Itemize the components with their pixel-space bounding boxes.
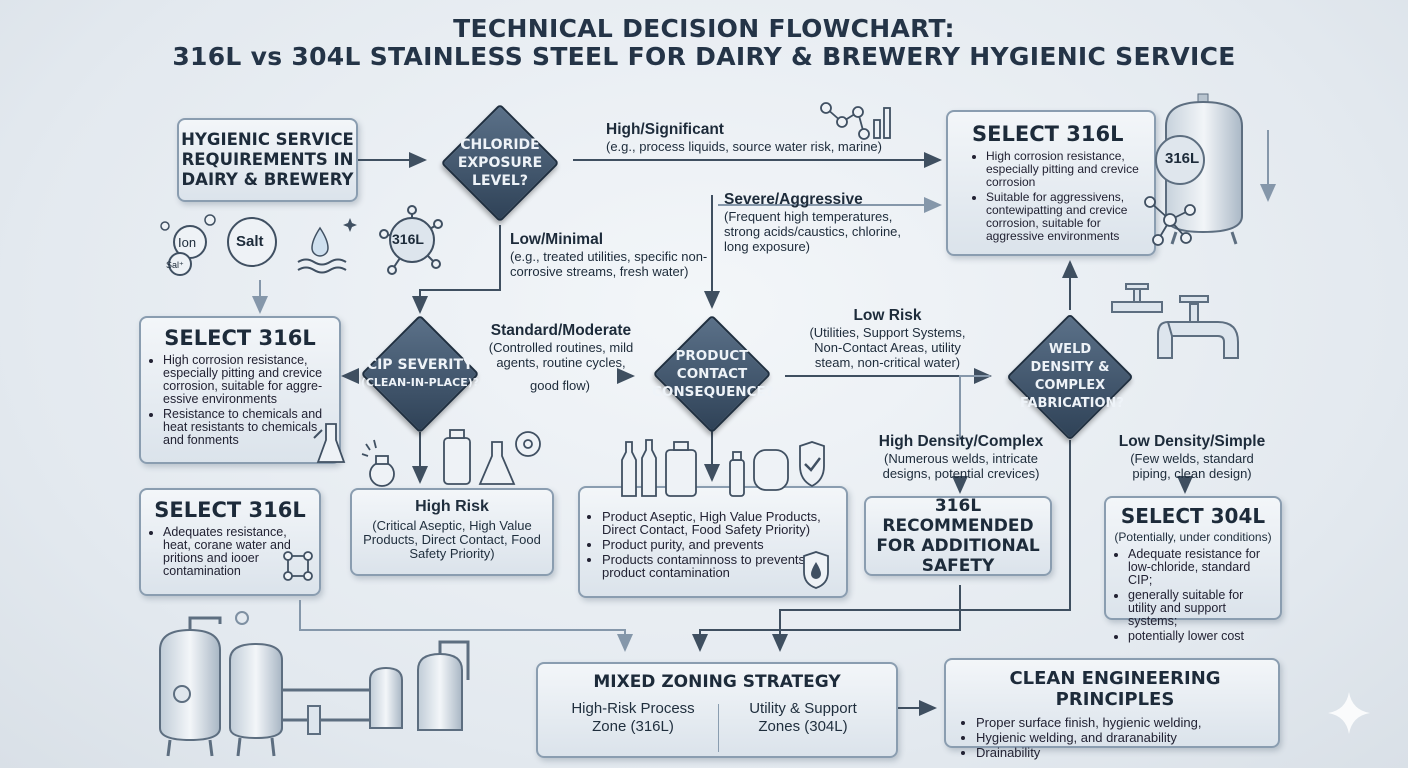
high-risk-title: High Risk (415, 498, 489, 515)
list-item: Suitable for aggressivens, contewipattin… (986, 191, 1146, 243)
decision-weld-text: WELD DENSITY & COMPLEX FABRICATION? (1020, 342, 1124, 411)
ion-label: Ion (178, 235, 197, 250)
start-box: HYGIENIC SERVICE REQUIREMENTS IN DAIRY &… (177, 118, 358, 202)
title-line-2: 316L vs 304L STAINLESS STEEL FOR DAIRY &… (172, 42, 1236, 71)
decision-weld: WELD DENSITY & COMPLEX FABRICATION? (1002, 318, 1138, 436)
select-316l-bottom-box: SELECT 316L Adequates resistance, heat, … (139, 488, 321, 596)
product-box: Product Aseptic, High Value Products, Di… (578, 486, 848, 598)
clean-engineering-box: CLEAN ENGINEERING PRINCIPLES Proper surf… (944, 658, 1280, 760)
label-standard-desc: (Controlled routines, mild agents, routi… (488, 340, 634, 370)
recommend-316l-box: 316L RECOMMENDED FOR ADDITIONAL SAFETY (864, 496, 1052, 576)
label-low-density-title: Low Density/Simple (1118, 433, 1266, 450)
salt-ion-label: Sal⁺ (166, 260, 184, 270)
label-low-risk-title: Low Risk (853, 307, 922, 324)
mixed-zoning-heading: MIXED ZONING STRATEGY (593, 672, 841, 692)
decision-product-text: PRODUCT CONTACT CONSEQUENCE? (652, 348, 774, 400)
label-severe: Severe/Aggressive (Frequent high tempera… (724, 192, 910, 254)
storage-tank-icon (1155, 93, 1243, 245)
badge-316l-label: 316L (392, 231, 424, 247)
mixed-zone-utility: Utility & Support Zones (304L) (749, 700, 857, 735)
high-risk-box: High Risk (Critical Aseptic, High Value … (350, 488, 554, 576)
label-high-density-desc: (Numerous welds, intricate designs, pote… (882, 451, 1040, 481)
label-low-minimal-desc: (e.g., treated utilities, specific non-c… (510, 249, 708, 279)
list-item: Product Aseptic, High Value Products, Di… (602, 510, 822, 536)
list-item: generally suitable for utility and suppo… (1128, 589, 1272, 628)
label-high-significant-title: High/Significant (606, 121, 724, 138)
label-low-minimal-title: Low/Minimal (510, 231, 603, 248)
label-high-density-title: High Density/Complex (878, 433, 1044, 450)
select-304l-list: Adequate resistance for low-chloride, st… (1114, 548, 1272, 643)
decision-product: PRODUCT CONTACT CONSEQUENCE? (640, 322, 784, 426)
label-good-flow: good flow) (530, 378, 590, 393)
select-304l-heading: SELECT 304L (1120, 504, 1266, 528)
decision-cip-sub: (CLEAN-IN-PLACE)? (360, 376, 480, 389)
list-item: Resistance to chemicals and heat resista… (163, 408, 325, 447)
molecule-chart-icon (820, 102, 891, 140)
select-316l-top-box: SELECT 316L High corrosion resistance, e… (946, 110, 1156, 256)
process-equipment-icon (159, 611, 470, 757)
label-low-risk: Low Risk (Utilities, Support Systems, No… (800, 308, 975, 370)
decision-cip: CIP SEVERITY (CLEAN-IN-PLACE)? (355, 322, 485, 426)
list-item: Product purity, and prevents (602, 538, 822, 551)
mixed-zoning-box: MIXED ZONING STRATEGY High-Risk Process … (536, 662, 898, 758)
list-item: Proper surface finish, hygienic welding, (976, 715, 1268, 730)
decision-cip-main: CIP SEVERITY (366, 357, 474, 373)
product-list: Product Aseptic, High Value Products, Di… (588, 510, 822, 579)
select-316l-top-heading: SELECT 316L (972, 122, 1124, 146)
list-item: Adequates resistance, heat, corane water… (163, 526, 301, 578)
decision-cip-label: CIP SEVERITY (CLEAN-IN-PLACE)? (360, 356, 480, 392)
chloride-ions-icon (160, 214, 357, 276)
label-high-density: High Density/Complex (Numerous welds, in… (876, 434, 1046, 481)
mixed-zone-divider (718, 704, 719, 752)
list-item: Products contaminnoss to prevents produc… (602, 553, 822, 579)
sparkle-icon (1328, 692, 1370, 734)
label-low-density: Low Density/Simple (Few welds, standard … (1112, 434, 1272, 481)
salt-label: Salt (236, 233, 264, 250)
water-drop-shield-icon (803, 551, 829, 589)
cip-chemicals-icon (361, 429, 541, 487)
beaker-icon (313, 423, 346, 463)
label-severe-title: Severe/Aggressive (724, 191, 863, 208)
label-standard: Standard/Moderate (Controlled routines, … (486, 323, 636, 370)
tank-badge-label: 316L (1165, 150, 1200, 167)
select-316l-bottom-heading: SELECT 316L (154, 498, 306, 522)
label-high-significant-desc: (e.g., process liquids, source water ris… (606, 139, 882, 154)
decision-chloride: CHLORIDE EXPOSURE LEVEL? (436, 112, 564, 214)
list-item: Hygienic welding, and draranability (976, 730, 1268, 745)
label-standard-title: Standard/Moderate (490, 322, 632, 339)
clean-engineering-list: Proper surface finish, hygienic welding,… (962, 715, 1268, 760)
label-high-significant: High/Significant (e.g., process liquids,… (606, 122, 882, 154)
select-304l-box: SELECT 304L (Potentially, under conditio… (1104, 496, 1282, 643)
label-severe-desc: (Frequent high temperatures, strong acid… (724, 209, 902, 254)
pipe-valve-icon (1111, 283, 1239, 359)
label-low-density-desc: (Few welds, standard piping, clean desig… (1130, 451, 1254, 481)
product-bottles-icon (621, 439, 825, 497)
select-316l-bottom-list: Adequates resistance, heat, corane water… (149, 526, 301, 578)
list-item: High corrosion resistance, especially pi… (163, 354, 325, 406)
high-risk-desc: (Critical Aseptic, High Value Products, … (363, 518, 541, 561)
molecule-316l-icon (379, 205, 443, 275)
select-304l-sub: (Potentially, under conditions) (1114, 530, 1272, 544)
select-316l-left-heading: SELECT 316L (164, 326, 316, 350)
select-316l-top-list: High corrosion resistance, especially pi… (972, 150, 1146, 243)
select-316l-left-box: SELECT 316L High corrosion resistance, e… (139, 316, 341, 464)
list-item: Drainability (976, 745, 1268, 760)
decision-chloride-text: CHLORIDE EXPOSURE LEVEL? (457, 137, 543, 189)
title-line-1: TECHNICAL DECISION FLOWCHART: (453, 14, 955, 43)
molecule-link-icon (283, 551, 313, 581)
label-low-risk-desc: (Utilities, Support Systems, Non-Contact… (809, 325, 966, 370)
label-low-minimal: Low/Minimal (e.g., treated utilities, sp… (510, 232, 710, 279)
list-item: Adequate resistance for low-chloride, st… (1128, 548, 1272, 587)
molecule-small-icon (1144, 196, 1196, 246)
clean-engineering-heading: CLEAN ENGINEERING PRINCIPLES (1009, 668, 1221, 710)
mixed-zone-high-risk: High-Risk Process Zone (316L) (571, 700, 695, 735)
list-item: potentially lower cost (1128, 630, 1272, 643)
list-item: High corrosion resistance, especially pi… (986, 150, 1146, 189)
recommend-316l-text: 316L RECOMMENDED FOR ADDITIONAL SAFETY (876, 496, 1040, 576)
start-box-text: HYGIENIC SERVICE REQUIREMENTS IN DAIRY &… (181, 130, 354, 189)
select-316l-left-list: High corrosion resistance, especially pi… (149, 354, 325, 447)
